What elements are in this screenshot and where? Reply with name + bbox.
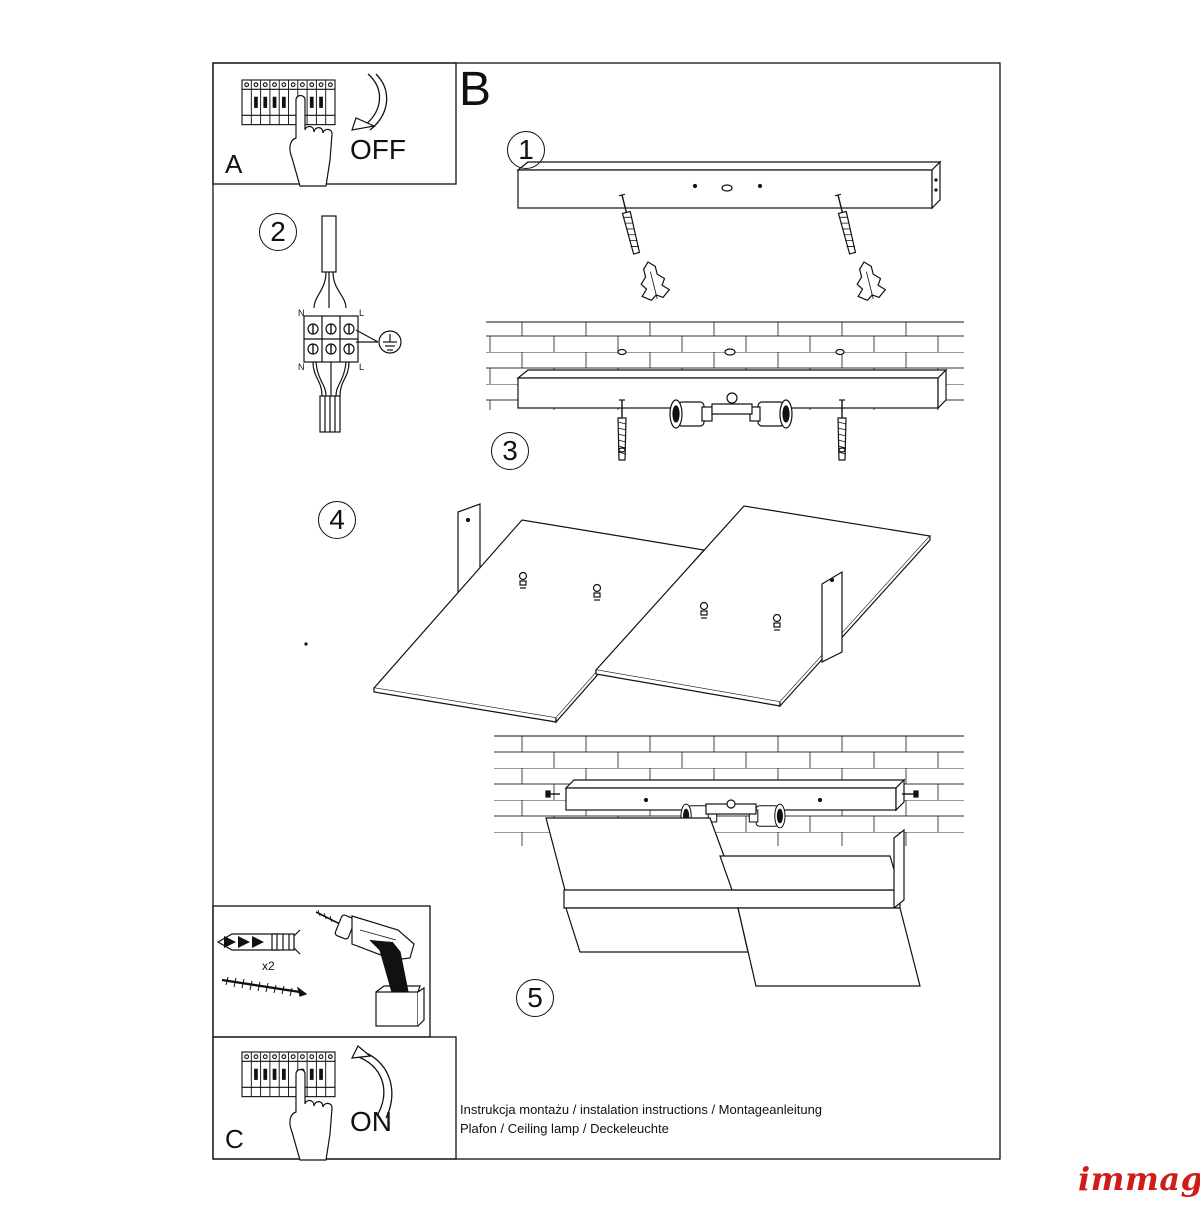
sheet-frame	[212, 62, 1001, 1160]
wire-label-l-top: L	[359, 308, 365, 318]
step-4-illustration	[304, 503, 932, 724]
step-3-illustration	[486, 321, 964, 461]
brand-logo: immag	[1078, 1160, 1200, 1198]
wall-plug-icon	[216, 929, 301, 955]
screw-icon	[221, 976, 308, 997]
step-5-marker: 5	[516, 979, 554, 1017]
circuit-breaker-icon	[241, 1051, 336, 1098]
switch-on-label: ON	[350, 1106, 392, 1137]
step-1-illustration	[516, 160, 942, 303]
panel-a-label: A	[225, 149, 243, 179]
product-name: Plafon / Ceiling lamp / Deckeleuchte	[460, 1121, 669, 1136]
circuit-breaker-icon	[241, 79, 336, 126]
instructions-title: Instrukcja montażu / instalation instruc…	[460, 1102, 823, 1117]
anchor-count-label: x2	[262, 959, 275, 973]
step-2-wiring	[303, 215, 402, 433]
wire-label-n-bottom: N	[298, 362, 305, 372]
step-4-marker: 4	[318, 501, 356, 539]
wire-label-n-top: N	[298, 308, 305, 318]
drill-icon	[315, 909, 425, 1027]
panel-a-frame	[212, 62, 457, 185]
panel-c-frame	[212, 1036, 457, 1160]
panel-b-label: B	[459, 63, 492, 116]
step-1-marker: 1	[507, 131, 545, 169]
wire-label-l-bottom: L	[359, 362, 365, 372]
step-2-marker: 2	[259, 213, 297, 251]
step-3-marker: 3	[491, 432, 529, 470]
curved-arrow-up-icon	[350, 1045, 393, 1119]
step-5-illustration	[494, 735, 964, 987]
curved-arrow-down-icon	[351, 73, 388, 131]
switch-off-label: OFF	[350, 134, 406, 165]
panel-c-label: C	[225, 1124, 244, 1154]
